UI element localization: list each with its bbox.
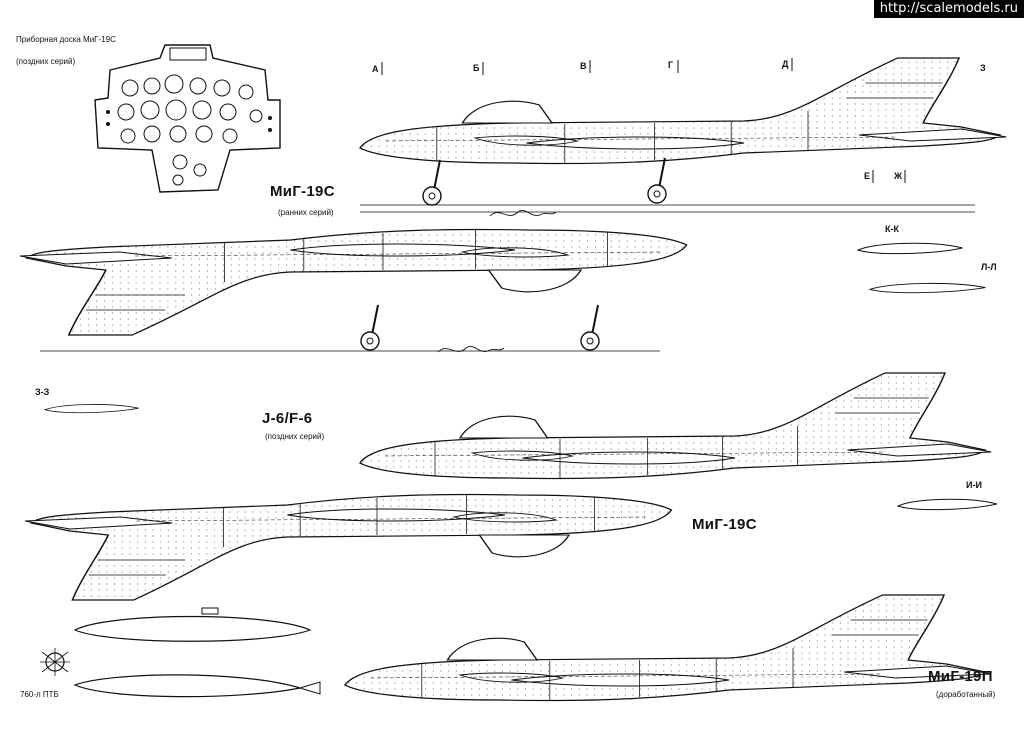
watermark-url: http://scalemodels.ru [873,0,1024,18]
aircraft-name-1: МиГ-19С [270,183,335,200]
section-cut-zz: З-З [35,387,50,397]
aircraft-name-3: МиГ-19С [692,516,757,533]
drop-tank-drawing [40,607,321,698]
instrument-panel-drawing [94,44,281,193]
signature-2 [437,346,505,353]
drop-tank-label: 760-л ПТБ [20,690,59,699]
signature-1 [489,210,557,217]
section-letter-e: Е [864,171,871,181]
section-letter-b: Б [473,63,480,73]
aircraft-side-view-top [359,57,1008,165]
section-letter-a: А [372,64,379,74]
section-letter-g: Г [668,60,674,70]
landing-gear-top [422,157,667,206]
aircraft-note-4: (доработанный) [936,690,996,699]
panel-title: Приборная доска МиГ-19С [16,35,116,44]
section-letter-v: В [580,61,587,71]
section-letter-zh: Ж [894,171,903,181]
aircraft-side-view-2 [19,228,688,336]
section-letter-z: З [980,63,986,73]
panel-subtitle: (поздних серий) [16,57,76,66]
aircraft-name-2: J-6/F-6 [262,410,313,427]
section-lines-top [360,58,975,213]
aircraft-side-view-4 [24,493,673,601]
section-cut-ii: И-И [966,480,982,490]
aircraft-side-view-5 [344,594,993,702]
section-cut-ll: Л-Л [981,262,997,272]
aircraft-note-1: (ранних серий) [278,208,334,217]
section-letter-d: Д [782,59,789,69]
section-cut-kk: К-К [885,224,899,234]
aircraft-name-4: МиГ-19П [928,668,993,685]
aircraft-note-2: (поздних серий) [265,432,325,441]
aircraft-side-view-3 [359,372,992,480]
landing-gear-2 [360,304,600,351]
